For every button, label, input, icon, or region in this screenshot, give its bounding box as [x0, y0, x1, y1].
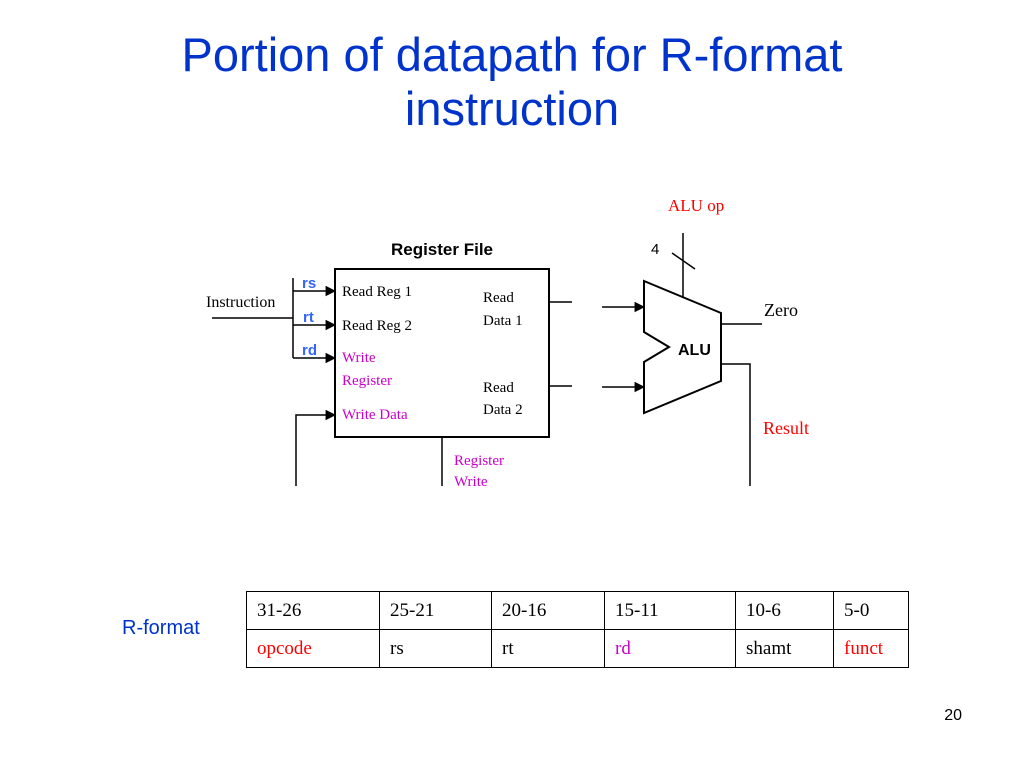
alu-op-label: ALU op: [668, 196, 724, 215]
field-shamt: shamt: [735, 629, 834, 668]
result-label: Result: [763, 418, 809, 438]
read-reg1-label: Read Reg 1: [342, 284, 412, 300]
write-data-label: Write Data: [342, 407, 408, 423]
zero-label: Zero: [764, 300, 798, 320]
write-register-label-1: Write: [342, 350, 376, 366]
read-data2-label-1: Read: [483, 380, 514, 396]
rt-label: rt: [303, 309, 314, 326]
read-reg2-label: Read Reg 2: [342, 318, 412, 334]
bits-funct: 5-0: [833, 591, 909, 630]
slide-title: Portion of datapath for R-format instruc…: [0, 28, 1024, 136]
instruction-label: Instruction: [206, 294, 275, 311]
write-data-wire: [295, 409, 337, 486]
field-name-row: opcode rs rt rd shamt funct: [246, 629, 909, 668]
bits-rs: 25-21: [379, 591, 492, 630]
rs-label: rs: [302, 275, 316, 292]
alu-op-bus-slash: [671, 252, 696, 270]
slide-title-line1: Portion of datapath for R-format: [181, 28, 843, 81]
register-file-title: Register File: [391, 240, 493, 259]
field-funct: funct: [833, 629, 909, 668]
field-opcode: opcode: [246, 629, 380, 668]
read-data1-label-2: Data 1: [483, 313, 523, 329]
bits-opcode: 31-26: [246, 591, 380, 630]
page-number: 20: [944, 707, 962, 724]
field-rd: rd: [604, 629, 736, 668]
read-data2-label-2: Data 2: [483, 402, 523, 418]
read-data1-label-1: Read: [483, 290, 514, 306]
rd-label: rd: [302, 342, 317, 359]
register-write-label-1: Register: [454, 453, 504, 469]
write-register-label-2: Register: [342, 373, 392, 389]
bits-rd: 15-11: [604, 591, 736, 630]
alu-op-width: 4: [651, 241, 659, 258]
field-rt: rt: [491, 629, 605, 668]
r-format-label: R-format: [122, 617, 200, 639]
r-format-table: 31-26 25-21 20-16 15-11 10-6 5-0 opcode …: [246, 591, 909, 668]
alu-label: ALU: [678, 342, 711, 359]
bits-shamt: 10-6: [735, 591, 834, 630]
field-rs: rs: [379, 629, 492, 668]
result-out: [721, 363, 751, 486]
bit-range-row: 31-26 25-21 20-16 15-11 10-6 5-0: [246, 591, 909, 630]
bits-rt: 20-16: [491, 591, 605, 630]
register-write-label-2: Write: [454, 474, 488, 490]
slide-title-line2: instruction: [404, 82, 620, 135]
